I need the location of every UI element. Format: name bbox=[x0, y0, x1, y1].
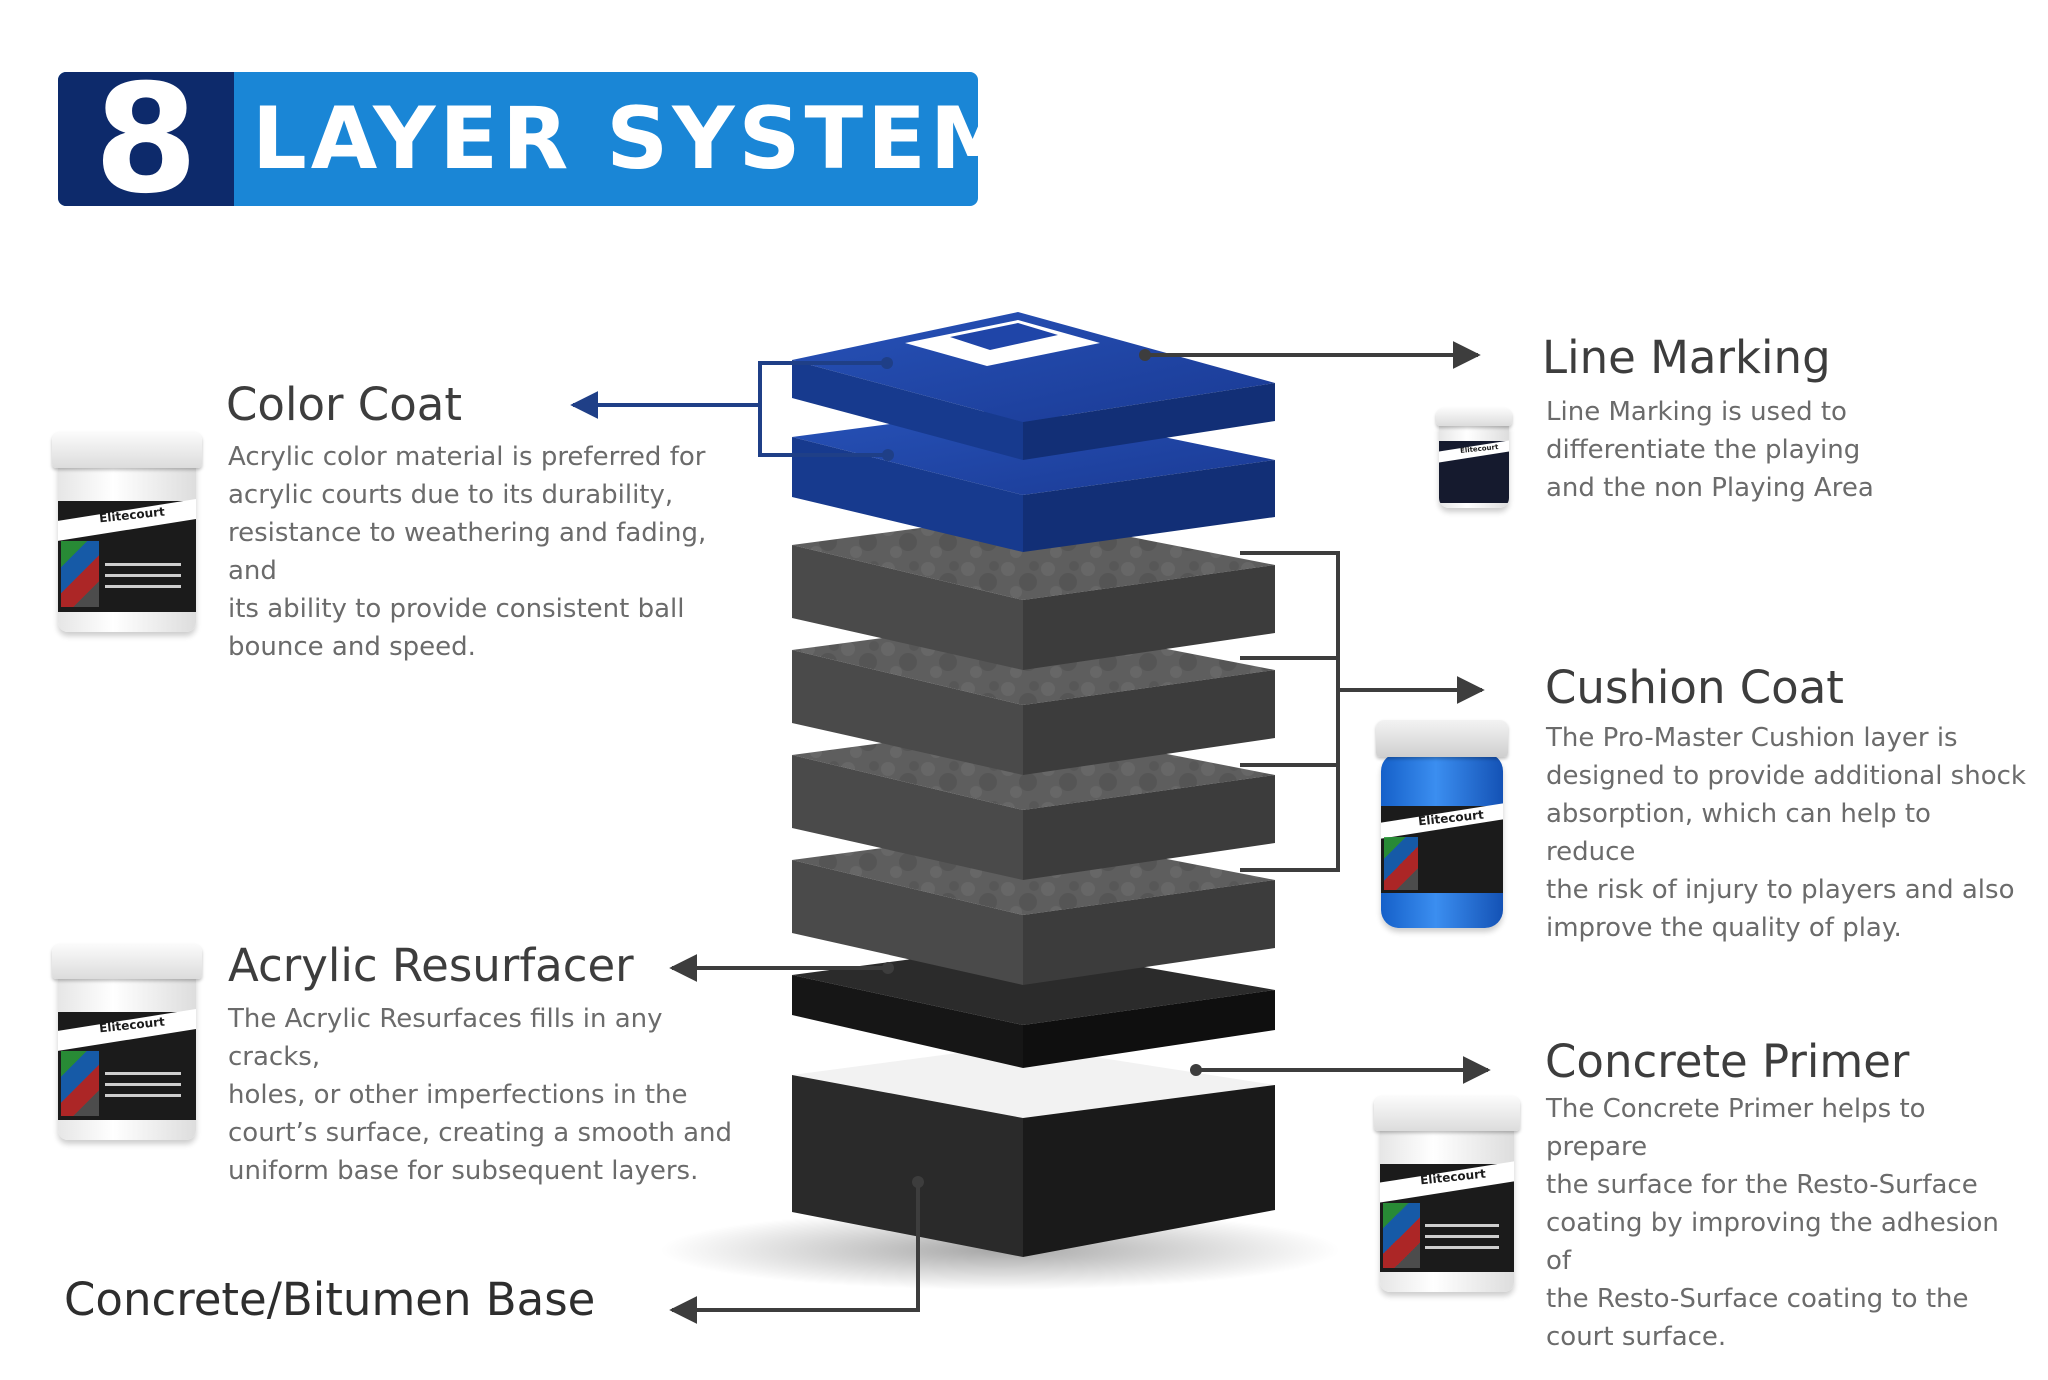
desc-line: the Resto-Surface coating to the bbox=[1546, 1284, 1969, 1314]
cushion-coat-connector bbox=[1240, 551, 1340, 872]
header-number-badge: 8 bbox=[58, 60, 234, 220]
layer-acrylic-resurfacer bbox=[792, 945, 1275, 1068]
desc-line: uniform base for subsequent layers. bbox=[228, 1156, 699, 1186]
header-banner: 8 LAYER SYSTEM bbox=[58, 60, 1015, 220]
layer-line-marking bbox=[905, 320, 1100, 366]
desc-line: The Acrylic Resurfaces fills in any crac… bbox=[228, 1004, 663, 1072]
line-marking-description: Line Marking is used to differentiate th… bbox=[1546, 393, 1906, 507]
base-connector bbox=[669, 1182, 920, 1324]
desc-line: bounce and speed. bbox=[228, 632, 476, 662]
product-bucket-concrete-primer: Elitecourt bbox=[1374, 1096, 1520, 1292]
desc-line: Acrylic color material is preferred for bbox=[228, 442, 706, 472]
desc-line: holes, or other imperfections in the bbox=[228, 1080, 688, 1110]
acrylic-resurfacer-description: The Acrylic Resurfaces fills in any crac… bbox=[228, 1000, 748, 1190]
desc-line: court’s surface, creating a smooth and bbox=[228, 1118, 733, 1148]
desc-line: designed to provide additional shock bbox=[1546, 761, 2026, 791]
desc-line: The Pro-Master Cushion layer is bbox=[1546, 723, 1958, 753]
concrete-primer-title: Concrete Primer bbox=[1545, 1035, 1910, 1088]
desc-line: improve the quality of play. bbox=[1546, 913, 1902, 943]
desc-line: the surface for the Resto-Surface bbox=[1546, 1170, 1978, 1200]
line-marking-title: Line Marking bbox=[1542, 331, 1831, 384]
desc-line: its ability to provide consistent ball bbox=[228, 594, 685, 624]
header-number: 8 bbox=[93, 53, 199, 227]
header-title: LAYER SYSTEM bbox=[252, 89, 1020, 189]
desc-line: absorption, which can help to reduce bbox=[1546, 799, 1931, 867]
concrete-primer-description: The Concrete Primer helps to prepare the… bbox=[1546, 1090, 2026, 1356]
color-coat-connector bbox=[758, 361, 888, 457]
desc-line: Line Marking is used to bbox=[1546, 397, 1847, 427]
desc-line: coating by improving the adhesion of bbox=[1546, 1208, 1999, 1276]
cushion-coat-description: The Pro-Master Cushion layer is designed… bbox=[1546, 719, 2026, 947]
color-coat-title: Color Coat bbox=[226, 378, 462, 431]
acrylic-resurfacer-title: Acrylic Resurfacer bbox=[228, 939, 634, 992]
color-coat-description: Acrylic color material is preferred for … bbox=[228, 438, 758, 666]
desc-line: and the non Playing Area bbox=[1546, 473, 1874, 503]
layer-concrete-base bbox=[792, 1045, 1275, 1257]
layer-cushion-coat-1 bbox=[792, 515, 1275, 670]
product-bucket-acrylic-resurfacer: Elitecourt bbox=[52, 944, 202, 1140]
concrete-base-title: Concrete/Bitumen Base bbox=[64, 1273, 596, 1326]
desc-line: resistance to weathering and fading, and bbox=[228, 518, 707, 586]
desc-line: The Concrete Primer helps to prepare bbox=[1546, 1094, 1926, 1162]
desc-line: the risk of injury to players and also bbox=[1546, 875, 2015, 905]
product-drum-cushion-coat: Elitecourt bbox=[1376, 720, 1508, 928]
desc-line: differentiate the playing bbox=[1546, 435, 1861, 465]
product-bucket-color-coat: Elitecourt bbox=[52, 432, 202, 632]
layer-color-coat-1 bbox=[792, 312, 1275, 460]
desc-line: court surface. bbox=[1546, 1322, 1727, 1352]
cushion-coat-title: Cushion Coat bbox=[1545, 661, 1844, 714]
product-bucket-line-marking: Elitecourt bbox=[1436, 408, 1512, 508]
desc-line: acrylic courts due to its durability, bbox=[228, 480, 674, 510]
